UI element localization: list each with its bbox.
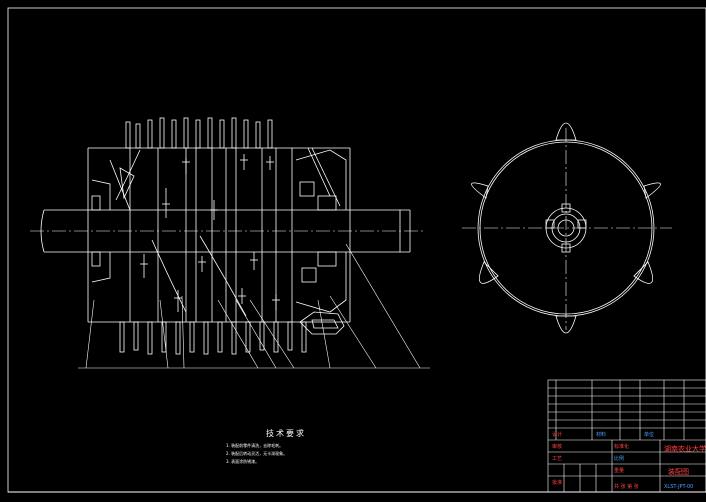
blade-profiles bbox=[115, 149, 247, 317]
drawing-name: 装配图 bbox=[668, 468, 689, 476]
side-view bbox=[462, 122, 672, 334]
left-bearing bbox=[91, 159, 135, 283]
standard-label: 标准化 bbox=[614, 444, 630, 450]
lifting-lug bbox=[299, 311, 345, 335]
drawing-code: XLST-JPT-00 bbox=[664, 484, 694, 490]
bolts bbox=[140, 154, 280, 312]
right-bearing bbox=[295, 147, 347, 313]
approve-label: 批准 bbox=[552, 480, 563, 486]
note-item: 2. 装配后转动灵活，无卡滞现象。 bbox=[226, 451, 288, 456]
weight-label: 重量 bbox=[614, 468, 625, 474]
note-item: 3. 表面涂防锈漆。 bbox=[226, 459, 260, 464]
scale-label: 比例 bbox=[614, 456, 625, 462]
hub bbox=[545, 203, 587, 253]
blade-lugs bbox=[471, 122, 661, 334]
checker-label: 审核 bbox=[552, 444, 563, 450]
designer-label: 设计 bbox=[552, 432, 563, 438]
unit-label: 单位 bbox=[644, 432, 655, 438]
sheet-label: 共 张 第 张 bbox=[614, 484, 639, 490]
drum-body bbox=[87, 147, 351, 323]
technical-notes: 技术要求 1. 装配前零件清洗，去除毛刺。 2. 装配后转动灵活，无卡滞现象。 … bbox=[226, 428, 346, 466]
material-label: 材料 bbox=[596, 432, 607, 438]
lower-tines bbox=[119, 321, 307, 355]
drawing-frame bbox=[7, 7, 706, 493]
upper-tines bbox=[125, 117, 273, 149]
school-name: 湖南农业大学 bbox=[664, 445, 706, 453]
notes-title: 技术要求 bbox=[266, 429, 306, 438]
note-item: 1. 装配前零件清洗，去除毛刺。 bbox=[226, 443, 284, 448]
title-block bbox=[547, 379, 706, 493]
section-view bbox=[30, 117, 430, 369]
leader-lines bbox=[78, 243, 430, 369]
process-label: 工艺 bbox=[552, 456, 563, 462]
